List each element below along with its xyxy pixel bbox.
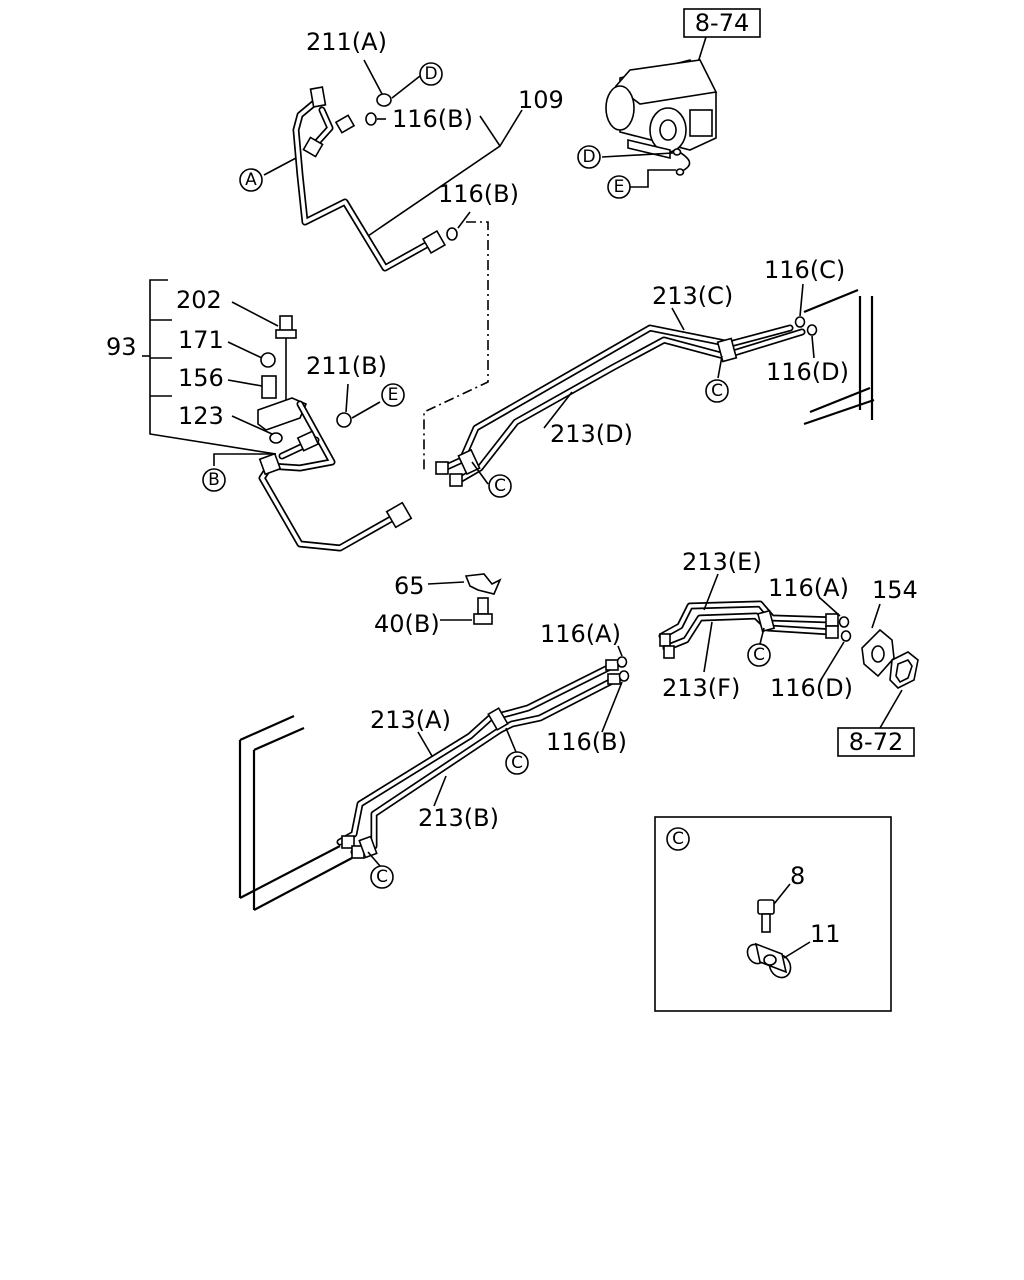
label-213d: 213(D): [550, 420, 633, 448]
label-40b: 40(B): [374, 610, 440, 638]
label-116b-3: 116(B): [546, 728, 627, 756]
label-116d-1: 116(D): [766, 358, 849, 386]
oring-116b-3: [618, 670, 630, 682]
label-213e: 213(E): [682, 548, 762, 576]
label-156: 156: [178, 364, 224, 392]
label-116b-1: 116(B): [392, 105, 473, 133]
svg-text:C: C: [511, 753, 523, 773]
callout-c-5: C: [370, 865, 394, 889]
label-213b: 213(B): [418, 804, 499, 832]
bolt-8: [757, 899, 775, 933]
label-93: 93: [106, 333, 137, 361]
oring-116d-2: [840, 630, 852, 642]
label-213c: 213(C): [652, 282, 733, 310]
svg-text:A: A: [245, 170, 257, 190]
label-123: 123: [178, 402, 224, 430]
pipes-213c-213d: [435, 324, 806, 487]
oring-116a-2: [838, 616, 850, 628]
body-panel-left: [238, 714, 353, 911]
pipes-213a-213b: [336, 659, 621, 859]
label-213f: 213(F): [662, 674, 740, 702]
svg-text:C: C: [711, 381, 723, 401]
bracket-93: [257, 315, 308, 444]
label-171: 171: [178, 326, 224, 354]
oring-116b-2: [446, 227, 458, 241]
part-211b: [336, 412, 352, 428]
pipe-109: [292, 86, 447, 272]
label-116a-1: 116(A): [540, 620, 621, 648]
callout-c-detail: C: [666, 827, 690, 851]
callout-a: A: [239, 168, 263, 192]
label-8-72: 8-72: [849, 728, 903, 756]
label-65: 65: [394, 572, 425, 600]
bolt-40b: [473, 597, 493, 625]
callout-c-3: C: [747, 643, 771, 667]
callout-c-4: C: [505, 751, 529, 775]
gasket-8-72-part: [889, 651, 919, 689]
label-116a-2: 116(A): [768, 574, 849, 602]
callout-c-2: C: [488, 474, 512, 498]
label-8: 8: [790, 862, 805, 890]
oring-116b-1: [365, 112, 377, 126]
svg-text:C: C: [494, 476, 506, 496]
callout-c-1: C: [705, 379, 729, 403]
label-213a: 213(A): [370, 706, 451, 734]
label-116d-2: 116(D): [770, 674, 853, 702]
label-11: 11: [810, 920, 841, 948]
svg-text:C: C: [753, 645, 765, 665]
grommet-154: [861, 628, 895, 678]
svg-text:E: E: [614, 177, 625, 197]
svg-text:C: C: [672, 829, 684, 849]
clamp-11: [746, 942, 792, 979]
callout-d-2: D: [577, 145, 601, 169]
oring-116d-1: [806, 324, 818, 336]
pipes-213e-213f: [658, 600, 839, 659]
ref-box-8-72: [837, 727, 915, 757]
oring-116a-1: [616, 656, 628, 668]
svg-text:D: D: [424, 64, 437, 84]
label-109: 109: [518, 86, 564, 114]
ref-box-8-74: [683, 8, 761, 38]
callout-d-1: D: [419, 62, 443, 86]
label-211a: 211(A): [306, 28, 387, 56]
callout-b: B: [202, 468, 226, 492]
heater-unit: [605, 59, 718, 176]
label-154: 154: [872, 576, 918, 604]
oring-116c: [794, 316, 806, 328]
part-211a: [376, 93, 392, 107]
pipe-lower-left: [258, 400, 413, 552]
label-116c: 116(C): [764, 256, 845, 284]
label-116b-2: 116(B): [438, 180, 519, 208]
svg-text:B: B: [208, 470, 220, 490]
clip-65: [464, 573, 502, 595]
svg-text:D: D: [582, 147, 595, 167]
svg-text:C: C: [376, 867, 388, 887]
callout-e-1: E: [607, 175, 631, 199]
body-panel-right: [803, 288, 875, 426]
label-211b: 211(B): [306, 352, 387, 380]
callout-e-2: E: [381, 383, 405, 407]
label-8-74: 8-74: [695, 9, 749, 37]
label-202: 202: [176, 286, 222, 314]
svg-text:E: E: [388, 385, 399, 405]
